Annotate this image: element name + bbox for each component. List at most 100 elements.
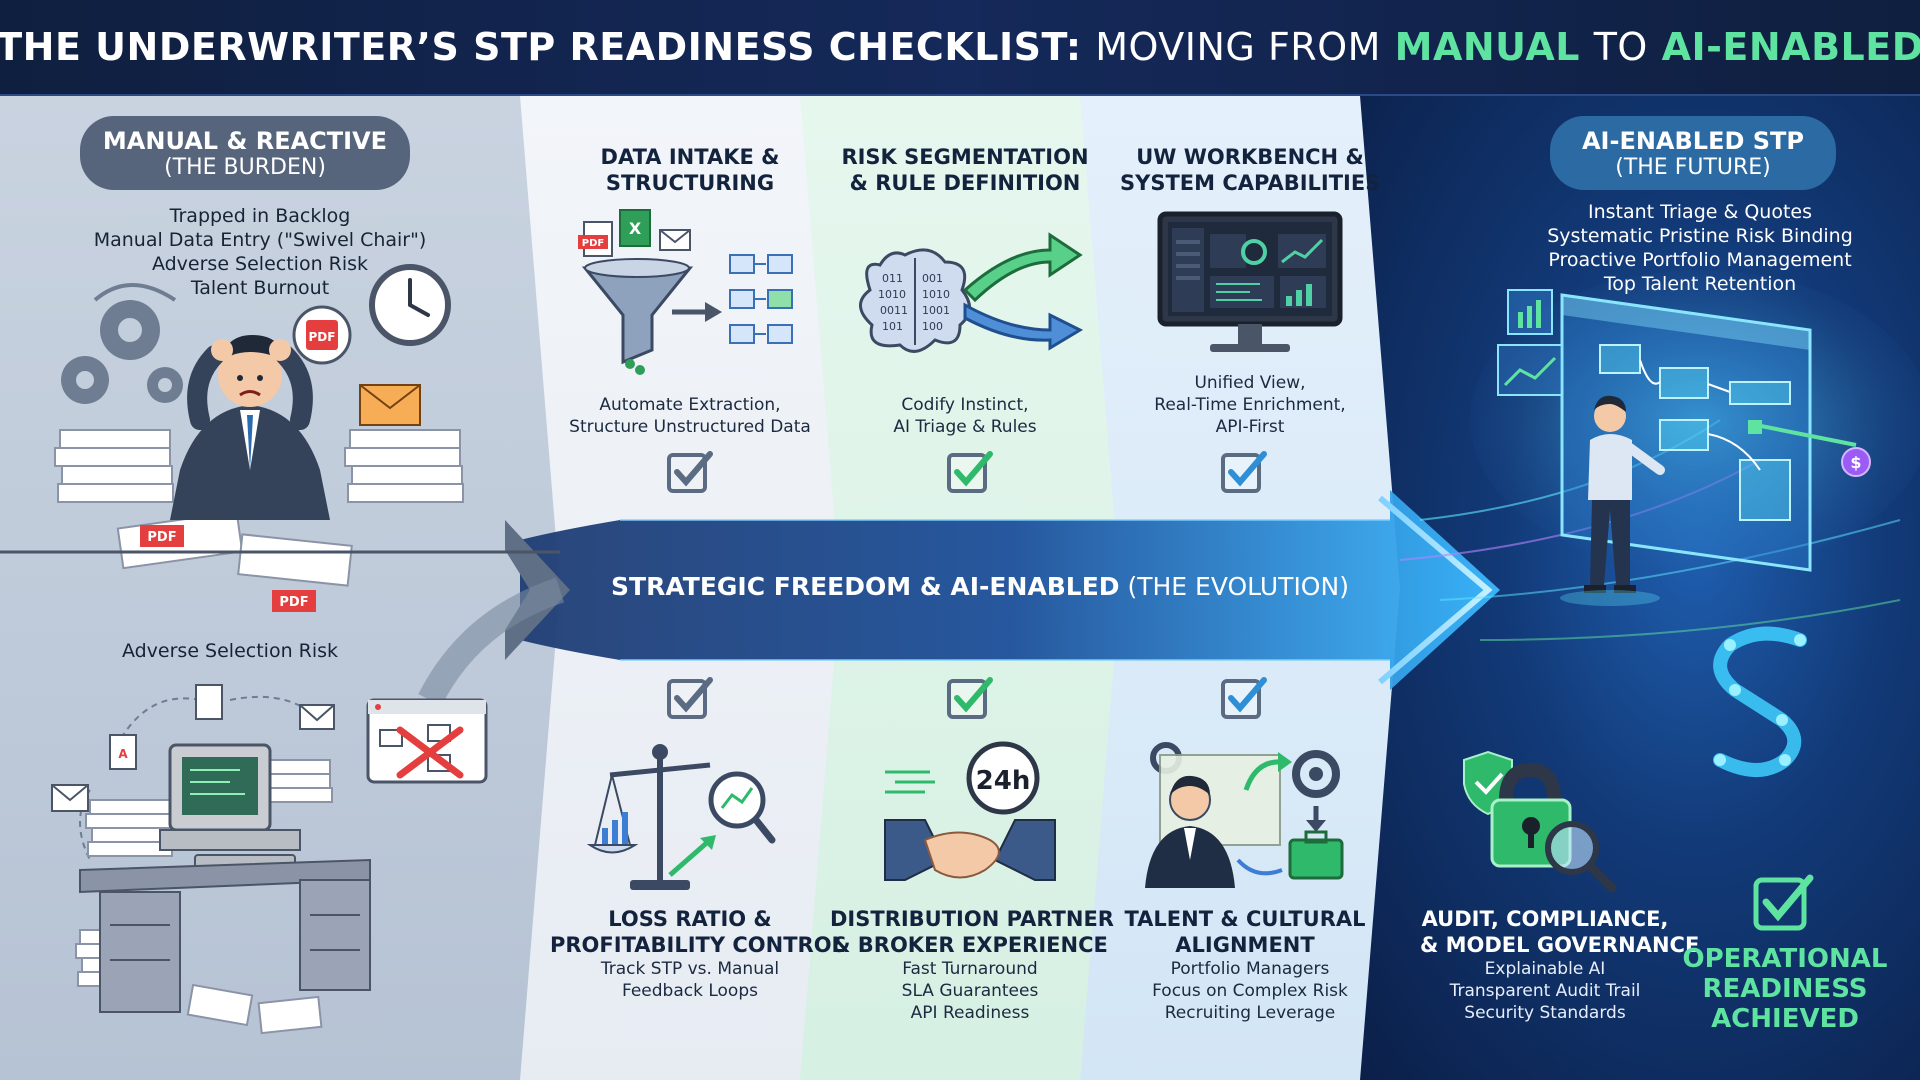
band-label-bold: STRATEGIC FREEDOM & AI-ENABLED	[611, 572, 1120, 601]
sub-line: Explainable AI	[1484, 959, 1606, 979]
sub-line: Portfolio Managers	[1170, 959, 1330, 979]
title-line: RISK SEGMENTATION	[841, 145, 1089, 169]
sub-line: AI Triage & Rules	[893, 417, 1037, 437]
sub-line: API-First	[1215, 417, 1285, 437]
sub-line: Feedback Loops	[622, 981, 758, 1001]
step-title-data-intake: DATA INTAKE & STRUCTURING	[570, 144, 810, 196]
stressed-underwriter-icon: PDF PDF PDF	[0, 264, 560, 612]
title-light-part-1: MOVING FROM	[1095, 25, 1381, 69]
page-header: THE UNDERWRITER’S STP READINESS CHECKLIS…	[0, 0, 1920, 96]
adverse-selection-label: Adverse Selection Risk	[121, 640, 339, 662]
svg-text:101: 101	[882, 320, 903, 333]
future-item: Top Talent Retention	[1603, 273, 1797, 295]
step-title-talent: TALENT & CULTURAL ALIGNMENT	[1110, 906, 1380, 958]
svg-text:1010: 1010	[922, 288, 950, 301]
left-arrow-chevron	[418, 520, 570, 706]
title-line: DISTRIBUTION PARTNER	[830, 907, 1114, 931]
manual-pill-title: MANUAL & REACTIVE	[102, 126, 388, 155]
burden-item: Adverse Selection Risk	[151, 253, 369, 275]
talent-alignment-icon	[1145, 742, 1344, 888]
checkbox-icon	[667, 677, 713, 719]
future-list: Instant Triage & Quotes Systematic Prist…	[1500, 200, 1900, 296]
sub-line: Security Standards	[1464, 1003, 1626, 1023]
ready-line: OPERATIONAL	[1682, 944, 1888, 974]
ai-pill-subtitle: (THE FUTURE)	[1615, 154, 1771, 180]
dollar-coin-label: $	[1850, 453, 1861, 472]
manual-pill-subtitle: (THE BURDEN)	[164, 154, 326, 180]
burden-item: Manual Data Entry ("Swivel Chair")	[93, 229, 427, 251]
future-item: Systematic Pristine Risk Binding	[1547, 225, 1853, 247]
title-line: ALIGNMENT	[1175, 933, 1315, 957]
security-lock-icon	[1463, 750, 1617, 893]
title-line: SYSTEM CAPABILITIES	[1120, 171, 1381, 195]
page-title: THE UNDERWRITER’S STP READINESS CHECKLIS…	[0, 25, 1920, 69]
svg-text:1010: 1010	[878, 288, 906, 301]
ai-enabled-pill: AI-ENABLED STP (THE FUTURE)	[1550, 116, 1836, 190]
svg-text:100: 100	[922, 320, 943, 333]
svg-text:011: 011	[882, 272, 903, 285]
ready-line: ACHIEVED	[1711, 1004, 1859, 1034]
checkbox-icon	[947, 451, 993, 493]
ai-brain-segmentation-icon: 011 001 1010 1010 0011 1001 101 100	[859, 232, 1084, 353]
manual-reactive-pill: MANUAL & REACTIVE (THE BURDEN)	[80, 116, 410, 190]
sub-line: SLA Guarantees	[901, 981, 1039, 1001]
sub-line: Track STP vs. Manual	[600, 959, 780, 979]
svg-text:001: 001	[922, 272, 943, 285]
sub-line: Fast Turnaround	[902, 959, 1038, 979]
sub-line: Recruiting Leverage	[1164, 1003, 1336, 1023]
step-sub-uw-workbench: Unified View, Real-Time Enrichment, API-…	[1120, 372, 1380, 438]
operational-readiness-label: OPERATIONAL READINESS ACHIEVED	[1670, 944, 1900, 1034]
burden-item: Trapped in Backlog	[169, 205, 351, 227]
title-accent-ai: AI-ENABLED	[1661, 25, 1920, 69]
manual-column	[0, 96, 560, 1080]
checkbox-icon	[1221, 677, 1267, 719]
title-bold-part: THE UNDERWRITER’S STP READINESS CHECKLIS…	[0, 25, 1082, 69]
title-line: AUDIT, COMPLIANCE,	[1421, 907, 1669, 931]
svg-text:PDF: PDF	[279, 595, 308, 610]
audit-governance-sub: Explainable AI Transparent Audit Trail S…	[1420, 958, 1670, 1024]
readiness-check-icon	[1753, 874, 1814, 931]
broken-workflow-icon	[366, 698, 488, 784]
sub-line: Structure Unstructured Data	[569, 417, 811, 437]
sub-line: Focus on Complex Risk	[1152, 981, 1348, 1001]
svg-text:PDF: PDF	[309, 330, 336, 344]
svg-text:PDF: PDF	[147, 530, 176, 545]
ready-line: READINESS	[1702, 974, 1868, 1004]
data-intake-funnel-icon: PDF X	[578, 209, 793, 375]
step-sub-data-intake: Automate Extraction, Structure Unstructu…	[560, 394, 820, 438]
step-title-loss-ratio: LOSS RATIO & PROFITABILITY CONTROL	[550, 906, 845, 958]
title-line: & RULE DEFINITION	[849, 171, 1081, 195]
sub-line: Automate Extraction,	[599, 395, 781, 415]
title-line: PROFITABILITY CONTROL	[550, 933, 845, 957]
evolution-band	[520, 490, 1500, 690]
checkbox-icon	[947, 677, 993, 719]
svg-text:PDF: PDF	[582, 238, 604, 249]
step-sub-loss-ratio: Track STP vs. Manual Feedback Loops	[560, 958, 820, 1002]
title-line: & BROKER EXPERIENCE	[832, 933, 1108, 957]
svg-text:1001: 1001	[922, 304, 950, 317]
future-item: Proactive Portfolio Management	[1548, 249, 1852, 271]
burden-item: Talent Burnout	[190, 277, 330, 299]
sub-line: Real-Time Enrichment,	[1154, 395, 1346, 415]
ai-pill-title: AI-ENABLED STP	[1581, 126, 1805, 155]
band-label-light: (THE EVOLUTION)	[1127, 572, 1349, 601]
svg-text:0011: 0011	[880, 304, 908, 317]
title-line: TALENT & CULTURAL	[1124, 907, 1366, 931]
step-sub-distribution: Fast Turnaround SLA Guarantees API Readi…	[840, 958, 1100, 1024]
step-title-distribution: DISTRIBUTION PARTNER & BROKER EXPERIENCE	[830, 906, 1114, 958]
step-sub-talent: Portfolio Managers Focus on Complex Risk…	[1120, 958, 1380, 1024]
ai-holographic-dashboard-icon: $	[1399, 270, 1920, 641]
evolution-band-label: STRATEGIC FREEDOM & AI-ENABLED (THE EVOL…	[600, 572, 1360, 601]
checkbox-icon	[667, 451, 713, 493]
timer-24h-label: 24h	[976, 766, 1031, 796]
checkbox-icon	[1221, 451, 1267, 493]
title-accent-manual: MANUAL	[1394, 25, 1580, 69]
title-light-part-2: TO	[1593, 25, 1648, 69]
scale-analytics-icon	[586, 744, 776, 890]
step-title-risk-segmentation: RISK SEGMENTATION & RULE DEFINITION	[840, 144, 1090, 196]
sub-line: Unified View,	[1194, 373, 1306, 393]
title-line: & MODEL GOVERNANCE	[1420, 933, 1700, 957]
sub-line: Codify Instinct,	[901, 395, 1029, 415]
step-sub-risk-segmentation: Codify Instinct, AI Triage & Rules	[840, 394, 1090, 438]
